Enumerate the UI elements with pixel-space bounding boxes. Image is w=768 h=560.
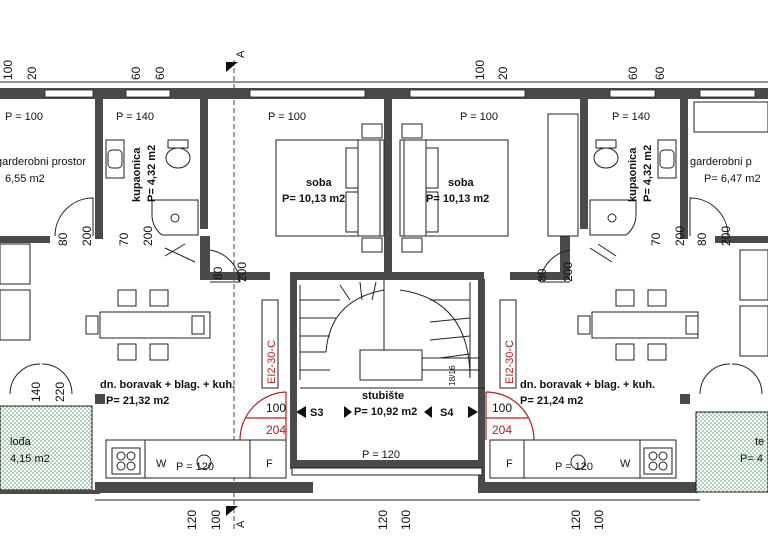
kitchen-right-p: P = 120 xyxy=(555,461,593,473)
entry-right-s: S4 xyxy=(440,407,454,419)
walls xyxy=(0,81,768,493)
entry-left-code: EI2-30-C xyxy=(266,340,278,384)
top-dimensions: 100 20 60 60 100 20 60 60 xyxy=(0,60,768,83)
dressing-left: P = 100 garderobni prostor 6,55 m2 80 20… xyxy=(0,111,94,246)
dim-bottom-3: 120 xyxy=(376,510,390,530)
svg-text:W: W xyxy=(156,458,167,470)
top-windows xyxy=(44,89,756,98)
door-80-right: 80 xyxy=(695,232,709,246)
dim-bottom-5: 120 xyxy=(569,510,583,530)
living-right-area: P= 21,24 m2 xyxy=(520,395,583,407)
dim-bottom-1: 120 xyxy=(185,510,199,530)
dim-top-6: 20 xyxy=(496,66,510,80)
dressing-right: garderobni p P= 6,47 m2 80 200 xyxy=(689,101,768,246)
door-220-left: 220 xyxy=(53,382,67,402)
bath-right: P = 140 kupaonica P= 4,32 m2 70 200 xyxy=(589,111,687,263)
door-200-bath-left: 200 xyxy=(141,226,155,246)
bedroom-right-area: P= 10,13 m2 xyxy=(426,193,489,205)
kitchen-left-p: P = 120 xyxy=(176,461,214,473)
door-200-left: 200 xyxy=(80,226,94,246)
living-right-name: dn. boravak + blag. + kuh. xyxy=(520,379,655,391)
door-80-left: 80 xyxy=(56,232,70,246)
entry-right-code: EI2-30-C xyxy=(504,340,516,384)
bedroom-left-area: P= 10,13 m2 xyxy=(282,193,345,205)
bedroom-right-name: soba xyxy=(448,177,475,189)
stair-p: P = 120 xyxy=(362,449,400,461)
arrow-right-icon xyxy=(468,406,478,418)
bedroom-left-name: soba xyxy=(306,177,333,189)
loggia-left: lođa 4,15 m2 xyxy=(0,405,100,494)
entry-left-width: 100 xyxy=(266,401,286,415)
dim-bottom-2: 100 xyxy=(209,510,223,530)
door-200-living-right: 200 xyxy=(561,262,575,282)
bath-left-area: P= 4,32 m2 xyxy=(146,145,158,202)
bath-right-p: P = 140 xyxy=(612,111,650,123)
stair-step-ratio: 18/16 xyxy=(448,365,457,386)
terrace-right-name: te xyxy=(755,436,764,448)
bedroom-left: P = 100 soba P= 10,13 m2 xyxy=(268,111,385,253)
staircase: 18/16 stubište P= 10,92 m2 P = 120 xyxy=(291,280,484,476)
bedroom-right: P = 100 soba P= 10,13 m2 xyxy=(399,111,579,253)
loggia-left-name: lođa xyxy=(10,436,32,448)
living-left-area: P= 21,32 m2 xyxy=(106,395,169,407)
living-left-name: dn. boravak + blag. + kuh. xyxy=(100,379,235,391)
bedroom-right-p: P = 100 xyxy=(460,111,498,123)
bath-left: P = 140 kupaonica P= 4,32 m2 70 200 xyxy=(105,111,199,263)
section-label-bottom: A xyxy=(235,520,247,528)
section-arrow-bottom-icon xyxy=(226,506,238,516)
door-70-left: 70 xyxy=(117,232,131,246)
bedroom-left-p: P = 100 xyxy=(268,111,306,123)
dim-top-4: 60 xyxy=(153,66,167,80)
dim-top-8: 60 xyxy=(653,66,667,80)
dressing-right-name: garderobni p xyxy=(690,156,752,168)
dressing-right-area: P= 6,47 m2 xyxy=(704,173,761,185)
svg-text:F: F xyxy=(266,458,273,470)
dim-bottom-4: 100 xyxy=(399,510,413,530)
loggia-left-area: 4,15 m2 xyxy=(10,453,50,465)
dressing-left-area: 6,55 m2 xyxy=(5,173,45,185)
stair-area: P= 10,92 m2 xyxy=(354,406,417,418)
entry-left-s: S3 xyxy=(310,407,323,419)
arrow-left-icon xyxy=(296,406,306,418)
entry-right-width: 100 xyxy=(492,401,512,415)
dim-top-2: 20 xyxy=(25,66,39,80)
bath-left-name: kupaonica xyxy=(131,147,143,202)
section-arrow-top-icon xyxy=(226,62,238,72)
entry-left-height: 204 xyxy=(266,423,286,437)
door-200-right: 200 xyxy=(719,226,733,246)
door-70-right: 70 xyxy=(649,232,663,246)
bottom-dimensions: 120 100 120 100 120 100 xyxy=(95,499,700,530)
room-p-left: P = 100 xyxy=(5,111,43,123)
bath-right-area: P= 4,32 m2 xyxy=(642,145,654,202)
door-200-living-left: 200 xyxy=(235,262,249,282)
bath-right-name: kupaonica xyxy=(627,147,639,202)
section-label-top: A xyxy=(235,50,247,58)
entry-right: EI2-30-C 100 204 S4 xyxy=(424,299,535,441)
dim-top-3: 60 xyxy=(129,66,143,80)
door-80-living-left: 80 xyxy=(211,266,225,280)
bath-left-p: P = 140 xyxy=(116,111,154,123)
entry-left: EI2-30-C 100 204 S3 xyxy=(239,299,352,441)
door-200-bath-right: 200 xyxy=(673,226,687,246)
svg-text:W: W xyxy=(620,458,631,470)
entry-right-height: 204 xyxy=(492,423,512,437)
dim-bottom-6: 100 xyxy=(592,510,606,530)
dim-top-7: 60 xyxy=(626,66,640,80)
door-140-left: 140 xyxy=(29,382,43,402)
section-line-a: A A xyxy=(226,50,247,530)
svg-text:F: F xyxy=(506,458,513,470)
door-80-living-right: 80 xyxy=(535,268,549,282)
dressing-left-name: garderobni prostor xyxy=(0,156,86,168)
terrace-right: te P= 4 xyxy=(695,411,768,493)
stair-name: stubište xyxy=(362,390,404,402)
dim-top-5: 100 xyxy=(473,60,487,80)
dim-top-1: 100 xyxy=(1,60,15,80)
living-left: 80 200 dn. boravak + blag. + kuh. P= 21,… xyxy=(0,243,287,479)
terrace-right-area: P= 4 xyxy=(740,453,763,465)
living-right: 80 200 dn. boravak + blag. + kuh. P= 21,… xyxy=(489,249,768,479)
